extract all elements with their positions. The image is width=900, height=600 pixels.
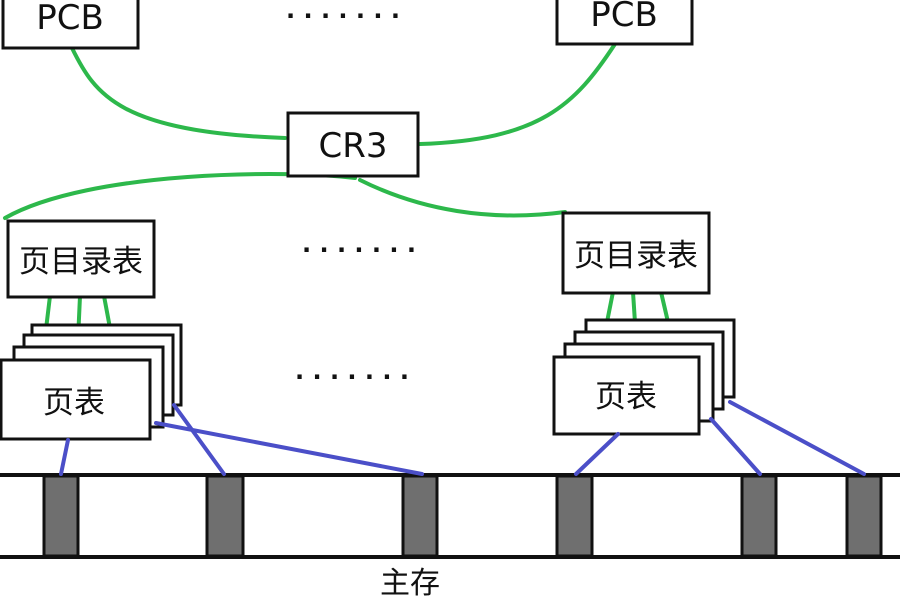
page-table-stack-left [0, 323, 183, 441]
ellipsis-middle-upper: · · · · · · · [302, 236, 416, 264]
cr3-label: CR3 [319, 126, 388, 166]
cr3-box [286, 111, 420, 178]
link-table-right-to-page-3 [728, 400, 866, 476]
link-cr3-to-page-directory-left [3, 172, 357, 220]
page-directory-left-label: 页目录表 [19, 244, 143, 280]
main-memory-label: 主存 [380, 566, 440, 600]
page-table-stack-right [552, 318, 736, 436]
pcb-left-label: PCB [36, 0, 104, 38]
page-table-right-label: 页表 [595, 379, 657, 415]
memory-page [740, 474, 778, 558]
green-links [3, 42, 670, 356]
pcb-right-box [555, 0, 694, 46]
pcb-left-box [1, 0, 140, 50]
link-pcb-right-to-cr3 [418, 42, 617, 146]
page-table-left-box [0, 358, 152, 441]
page-table-left-label: 页表 [43, 385, 105, 421]
page-directory-left-box [6, 219, 156, 299]
memory-page [205, 474, 245, 558]
page-directory-right-label: 页目录表 [574, 238, 698, 274]
link-directory-to-table-right-3 [659, 290, 670, 324]
ellipsis-top: · · · · · · · [286, 2, 400, 30]
page-table-right-box [552, 355, 701, 436]
page-directory-right-box [561, 211, 711, 295]
ellipsis-middle-lower: · · · · · · · [295, 363, 409, 391]
blue-links [59, 400, 866, 476]
link-table-left-to-page-3 [154, 421, 424, 476]
link-table-right-to-page-1 [574, 432, 620, 476]
link-cr3-to-page-directory-right [358, 178, 567, 218]
memory-pages [42, 474, 883, 558]
memory-page [555, 474, 594, 558]
memory-page [845, 474, 883, 558]
link-pcb-left-to-cr3 [70, 46, 287, 140]
link-table-left-to-page-1 [59, 438, 70, 476]
link-table-left-to-page-2 [172, 403, 226, 476]
memory-page [42, 474, 80, 558]
link-table-right-to-page-2 [709, 417, 762, 476]
memory-page [401, 474, 439, 558]
pcb-right-label: PCB [590, 0, 658, 35]
link-directory-to-table-left-3 [102, 294, 112, 330]
